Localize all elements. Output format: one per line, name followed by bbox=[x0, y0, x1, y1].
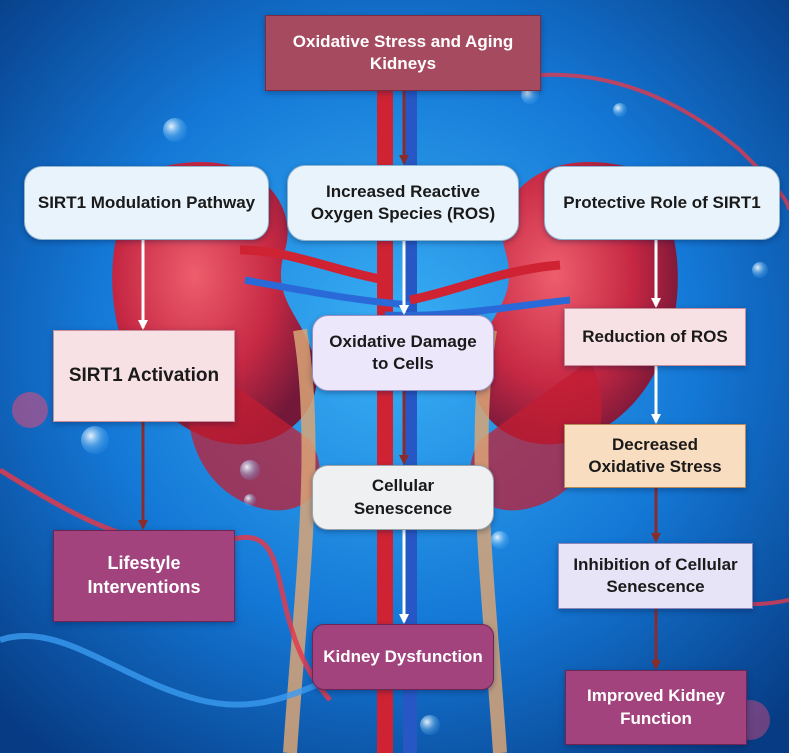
node-oxidative-damage: Oxidative Damage to Cells bbox=[312, 315, 494, 391]
node-inhibition-cellular-senescence: Inhibition of Cellular Senescence bbox=[558, 543, 753, 609]
node-cellular-senescence: Cellular Senescence bbox=[312, 465, 494, 530]
node-sirt1-activation: SIRT1 Activation bbox=[53, 330, 235, 422]
node-reduction-of-ros: Reduction of ROS bbox=[564, 308, 746, 366]
node-kidney-dysfunction: Kidney Dysfunction bbox=[312, 624, 494, 690]
node-improved-kidney-function: Improved Kidney Function bbox=[565, 670, 747, 745]
node-sirt1-modulation-pathway: SIRT1 Modulation Pathway bbox=[24, 166, 269, 240]
node-decreased-oxidative-stress: Decreased Oxidative Stress bbox=[564, 424, 746, 488]
node-lifestyle-interventions: Lifestyle Interventions bbox=[53, 530, 235, 622]
node-oxidative-stress-aging: Oxidative Stress and Aging Kidneys bbox=[265, 15, 541, 91]
node-increased-ros: Increased Reactive Oxygen Species (ROS) bbox=[287, 165, 519, 241]
node-protective-role-sirt1: Protective Role of SIRT1 bbox=[544, 166, 780, 240]
